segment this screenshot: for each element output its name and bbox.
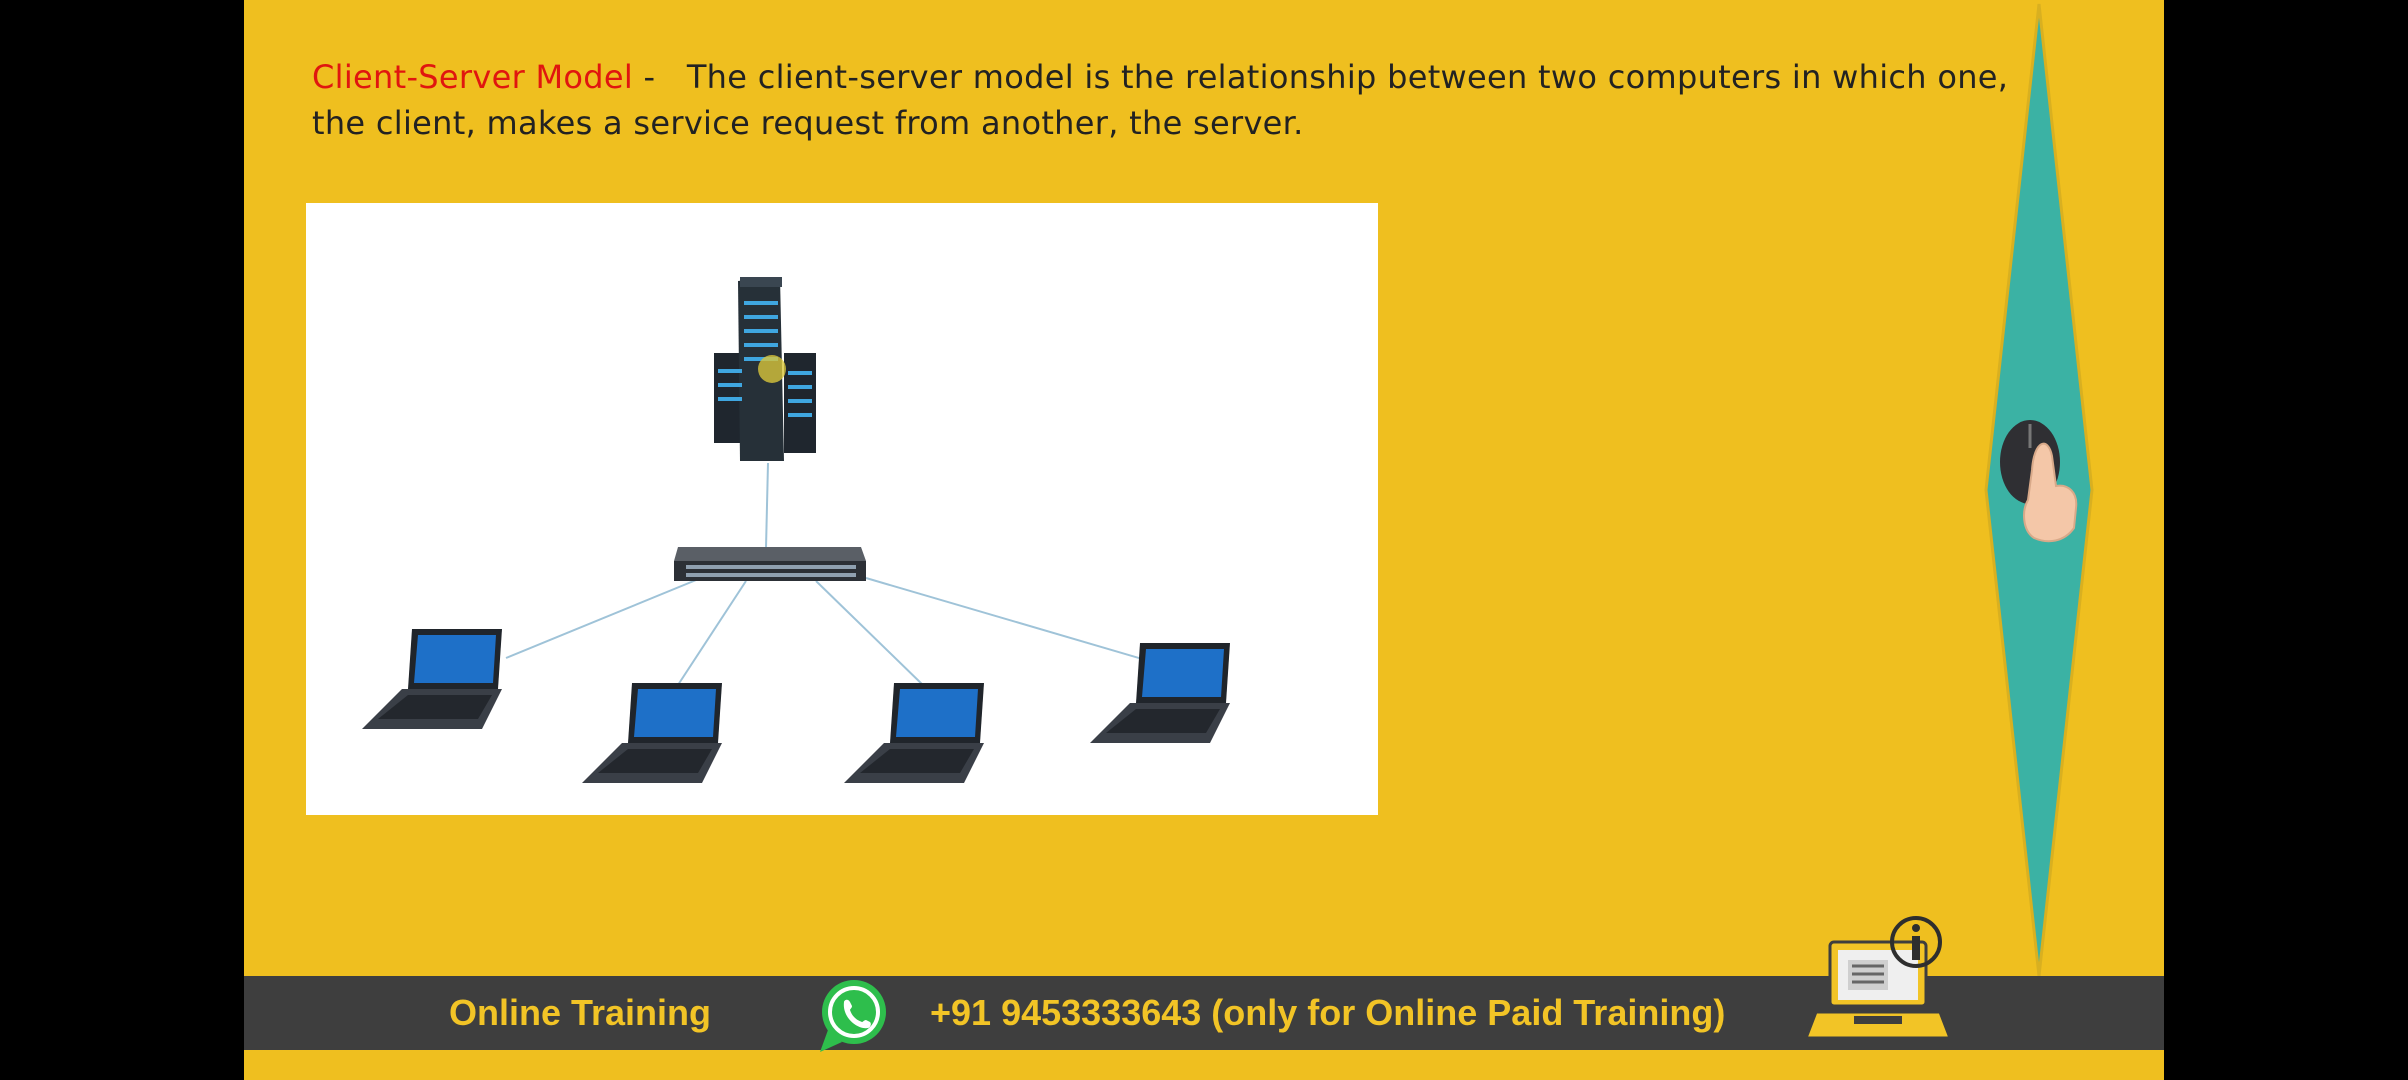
client-server-diagram: [306, 203, 1378, 815]
term-separator: -: [633, 58, 687, 96]
term-title: Client-Server Model: [312, 58, 634, 96]
network-switch-icon: [674, 547, 866, 581]
connection-lines: [505, 462, 1157, 689]
definition-paragraph: Client-Server Model - The client-server …: [312, 54, 2012, 146]
whatsapp-icon[interactable]: [810, 972, 894, 1056]
slide: Client-Server Model - The client-server …: [244, 0, 2164, 1080]
laptop-client-2-icon: [582, 683, 722, 783]
decorative-diamond: [1984, 3, 2094, 977]
phone-number-text: +91 9453333643 (only for Online Paid Tra…: [930, 992, 1726, 1033]
laptop-client-1-icon: [362, 629, 502, 729]
laptop-client-3-icon: [844, 683, 984, 783]
mouse-click-icon: [2000, 420, 2078, 543]
laptop-info-logo: [1804, 916, 1953, 1040]
definition-text: The client-server model is the relations…: [312, 58, 2009, 142]
online-training-label: Online Training: [449, 992, 712, 1033]
server-icon: [714, 277, 816, 461]
laptop-client-4-icon: [1090, 643, 1230, 743]
